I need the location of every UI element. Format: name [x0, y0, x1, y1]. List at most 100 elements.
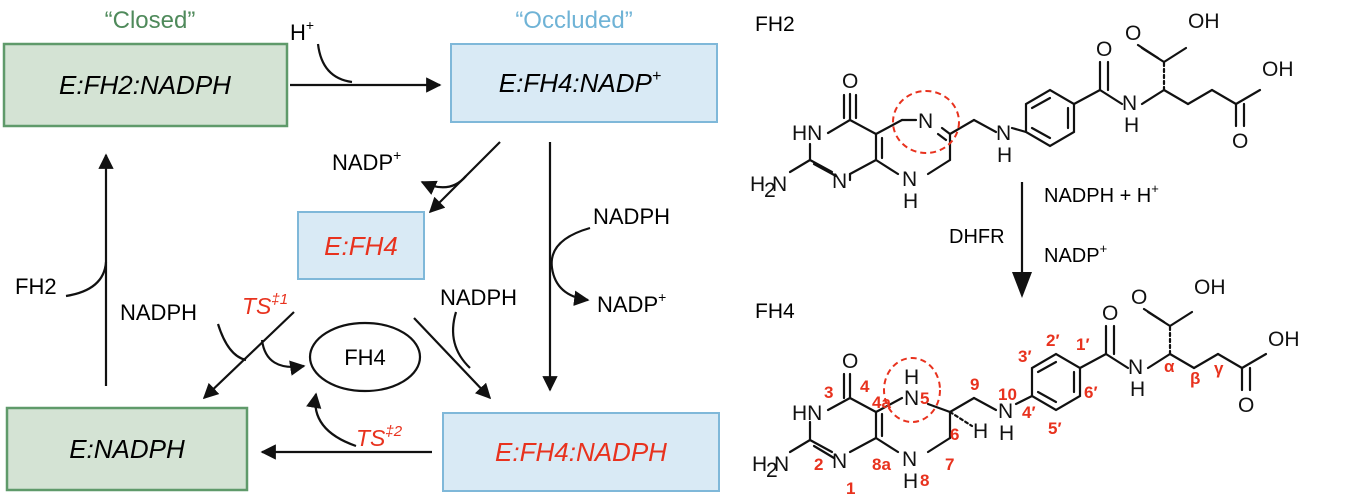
num-6: 6 [950, 425, 959, 444]
fh2-atom-hn-3: HN [792, 122, 822, 145]
fh4-atom-hn-3: HN [792, 402, 822, 425]
box-e-fh4[interactable]: E:FH4 [297, 211, 425, 280]
fh4-atom-n-amide: N [1128, 356, 1143, 379]
num-9: 9 [970, 375, 979, 394]
num-3-prime: 3′ [1018, 347, 1032, 366]
fh2-atom-nh2-2: 2 [764, 179, 776, 202]
arrow-nadph-binding [413, 317, 492, 400]
dhfr-arrowhead [1012, 272, 1032, 298]
fh4-ellipse-label: FH4 [344, 345, 386, 370]
num-8a: 8a [872, 455, 891, 474]
fh4-atom-n-1: N [832, 450, 847, 473]
fh2-atom-o-4: O [842, 70, 858, 93]
num-10: 10 [998, 385, 1017, 404]
fh2-atom-h-8: H [903, 190, 918, 213]
box-e-fh2-nadph[interactable]: E:FH2:NADPH [2, 42, 289, 128]
box-e-fh2-nadph-label: E:FH2:NADPH [59, 70, 231, 100]
num-beta: β [1190, 369, 1200, 388]
nadp-release-curve [420, 175, 467, 195]
fh2-atom-o-acid: O [1125, 22, 1141, 45]
num-4a: 4a [872, 393, 891, 412]
fh2-atom-h-amide: H [1124, 114, 1139, 137]
closed-label: “Closed” [105, 7, 196, 34]
num-3: 3 [824, 383, 833, 402]
nadph-exchange-curve [550, 226, 591, 306]
nadph-right-label: NADPH [593, 204, 670, 229]
num-4-prime: 4′ [1022, 403, 1036, 422]
fh2-binding-curve [65, 261, 108, 298]
num-1: 1 [846, 479, 855, 498]
fh4-atom-oh-side: OH [1268, 328, 1300, 351]
nadp-left-label: NADP+ [332, 147, 401, 175]
fh2-title: FH2 [755, 13, 795, 36]
fh4-atom-n-10: N [998, 400, 1013, 423]
num-5: 5 [920, 389, 929, 408]
fh2-atom-o-amide: O [1096, 38, 1112, 61]
fh4-ts2-curve [306, 392, 357, 448]
fh2-atom-n-1: N [832, 170, 847, 193]
num-gamma: γ [1214, 359, 1224, 378]
num-alpha: α [1164, 357, 1175, 376]
nadph-middle-curve [452, 311, 471, 369]
box-e-fh4-nadph[interactable]: E:FH4:NADPH [442, 412, 720, 492]
num-2: 2 [814, 455, 823, 474]
box-e-fh4-nadp[interactable]: E:FH4:NADP+ [450, 43, 718, 123]
nadph-left-curve [216, 323, 247, 362]
fh4-atom-h-8: H [903, 470, 918, 493]
fh4-atom-h-5: H [904, 366, 919, 389]
box-e-fh4-nadp-label: E:FH4:NADP [499, 68, 653, 98]
box-e-nadph-label: E:NADPH [69, 434, 185, 464]
fh2-atom-nh2-h: H [750, 173, 765, 196]
fh4-n5-highlight [883, 357, 941, 423]
ts1-label: TS‡1 [242, 291, 288, 319]
fh2-atom-o-side: O [1232, 130, 1248, 153]
fh4-atom-h-6: H [973, 420, 988, 443]
fh2-atom-n-5: N [918, 110, 933, 133]
fh4-atom-h-amide: H [1130, 378, 1145, 401]
fh4-atom-nh2-n: N [774, 453, 789, 476]
fh4-atom-o-acid: O [1131, 286, 1147, 309]
fh4-ellipse: FH4 [308, 321, 422, 393]
fh2-atom-n-amide: N [1122, 92, 1137, 115]
ts2-label: TS‡2 [356, 423, 403, 451]
arrow-ts1-path [202, 311, 295, 400]
fh4-atom-nh2-h: H [752, 453, 767, 476]
fh4-title: FH4 [755, 300, 795, 323]
box-e-fh4-nadph-label: E:FH4:NADPH [495, 437, 667, 467]
reagent-top: NADPH + H+ [1044, 181, 1159, 207]
num-4: 4 [860, 377, 870, 396]
fh2-atom-oh-side: OH [1262, 58, 1294, 81]
fh4-atom-o-4: O [842, 350, 858, 373]
nadph-left-label: NADPH [120, 300, 197, 325]
fh4-atom-n-5: N [904, 387, 919, 410]
fh2-left-label: FH2 [15, 274, 57, 299]
fh2-atom-oh-acid: OH [1188, 10, 1220, 33]
box-e-fh4-label: E:FH4 [324, 231, 398, 261]
fh2-atom-h-10: H [997, 144, 1012, 167]
fh2-atom-n-8: N [902, 168, 917, 191]
fh4-atom-nh2-2: 2 [766, 459, 778, 482]
box-e-nadph[interactable]: E:NADPH [5, 406, 249, 492]
nadp-right-label: NADP+ [597, 289, 666, 317]
num-1-prime: 1′ [1076, 335, 1090, 354]
fh2-n5-highlight [892, 90, 960, 154]
fh2-structure [788, 43, 1262, 182]
fh4-atom-o-side: O [1238, 394, 1254, 417]
nadph-middle-label: NADPH [440, 285, 517, 310]
num-2-prime: 2′ [1046, 331, 1060, 350]
fh2-atom-nh2-n: N [772, 173, 787, 196]
occluded-label: “Occluded” [515, 7, 632, 34]
fh4-atom-h-10: H [999, 422, 1014, 445]
num-7: 7 [945, 455, 954, 474]
num-5-prime: 5′ [1048, 419, 1062, 438]
enzyme-label: DHFR [949, 226, 1005, 248]
num-6-prime: 6′ [1084, 383, 1098, 402]
svg-text:E:FH4:NADP+: E:FH4:NADP+ [499, 68, 662, 98]
fh4-atom-o-amide: O [1102, 302, 1118, 325]
h-plus-label: H+ [290, 17, 314, 45]
fh4-structure [788, 307, 1268, 460]
h-plus-curve [316, 43, 353, 84]
fh4-atom-oh-acid: OH [1194, 276, 1226, 299]
fh4-release-curve [260, 339, 306, 376]
